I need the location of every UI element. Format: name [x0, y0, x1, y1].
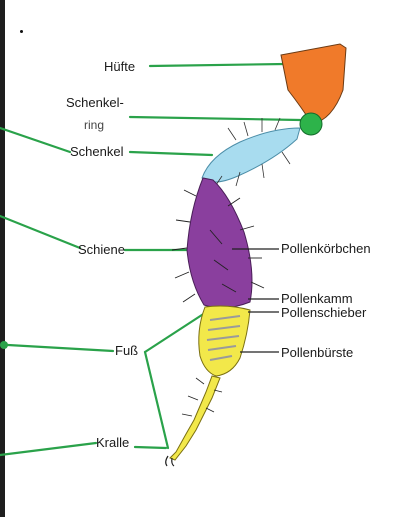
leader-fuss-marker	[0, 341, 8, 349]
leader-fuss-left	[8, 345, 113, 351]
schenkelring-shape	[300, 113, 322, 135]
label-pollenkoerbchen: Pollenkörbchen	[281, 242, 371, 256]
schiene-shape	[187, 178, 252, 308]
label-kralle: Kralle	[96, 436, 129, 450]
label-schiene: Schiene	[78, 243, 125, 257]
label-fuss: Fuß	[115, 344, 138, 358]
label-pollenschieber: Pollenschieber	[281, 306, 366, 320]
label-pollenbuerste: Pollenbürste	[281, 346, 353, 360]
label-schenkel: Schenkel	[70, 145, 123, 159]
leader-schiene-left	[0, 216, 80, 248]
schenkel-shape	[202, 128, 300, 182]
label-huefte: Hüfte	[104, 60, 135, 74]
label-schenkelring-line2: ring	[84, 118, 104, 132]
label-pollenkamm: Pollenkamm	[281, 292, 353, 306]
leader-schenkelring	[130, 117, 300, 120]
leader-lines	[0, 64, 300, 455]
leader-schenkel-left	[0, 128, 70, 152]
fuss-segments-shape	[170, 376, 220, 460]
fuss-metatarsus-shape	[199, 306, 250, 376]
leader-kralle	[135, 447, 166, 448]
leader-fuss-2	[145, 352, 168, 448]
leader-kralle-left	[0, 443, 96, 455]
leader-schenkel	[130, 152, 212, 155]
label-schenkelring-line1: Schenkel-	[66, 96, 124, 110]
huefte-shape	[281, 44, 346, 124]
leader-huefte	[150, 64, 285, 66]
